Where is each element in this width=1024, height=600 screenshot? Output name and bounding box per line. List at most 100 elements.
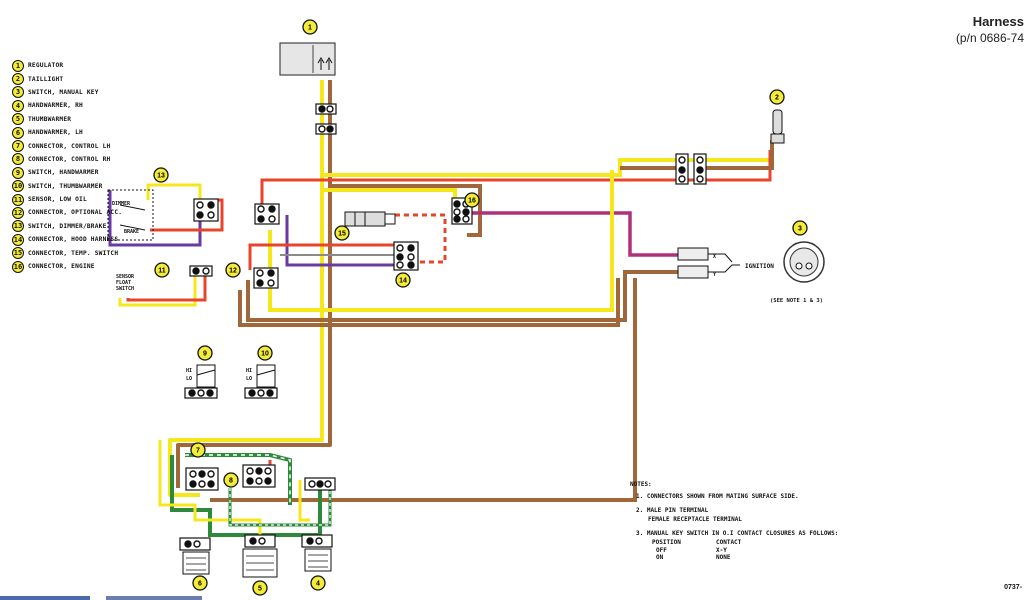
label-sensor: SENSOR bbox=[116, 274, 135, 280]
callout-3: 3 bbox=[792, 220, 808, 236]
wire-brown-big-loop bbox=[238, 278, 620, 327]
note-2b: FEMALE RECEPTACLE TERMINAL bbox=[648, 516, 742, 523]
title-line-1: Harness bbox=[972, 14, 1024, 29]
label-switch: SWITCH bbox=[116, 286, 134, 292]
label-see-note: (SEE NOTE 1 & 3) bbox=[770, 298, 823, 304]
label-float: FLOAT bbox=[116, 280, 131, 286]
note-1: 1. CONNECTORS SHOWN FROM MATING SURFACE … bbox=[636, 493, 799, 500]
small-labels: DIMMER BRAKE SENSOR FLOAT SWITCH HI LO H… bbox=[112, 201, 823, 382]
wire-brown-bottom bbox=[210, 278, 637, 502]
svg-text:10: 10 bbox=[261, 351, 269, 358]
svg-text:6: 6 bbox=[198, 581, 202, 588]
taillight-connector bbox=[675, 153, 707, 185]
wire-green bbox=[170, 455, 322, 537]
wire-regulator-brown bbox=[176, 80, 332, 488]
handwarmer-lh bbox=[179, 537, 211, 575]
label-x: X bbox=[713, 254, 716, 260]
wire-purple bbox=[108, 190, 202, 247]
svg-text:16: 16 bbox=[468, 198, 476, 205]
callout-11: 11 bbox=[154, 262, 170, 278]
label-hi-10: HI bbox=[246, 368, 252, 374]
handwarmer-switch bbox=[184, 364, 218, 399]
dimmer-connector bbox=[193, 198, 219, 222]
wire-magenta bbox=[467, 211, 680, 257]
wire-red-engine bbox=[248, 243, 405, 270]
label-dimmer: DIMMER bbox=[112, 201, 131, 207]
wire-yellow-bottom2 bbox=[298, 480, 310, 522]
callout-14: 14 bbox=[395, 272, 411, 288]
hood-harness-connector bbox=[393, 241, 419, 271]
label-lo-10: LO bbox=[246, 376, 252, 382]
svg-text:9: 9 bbox=[203, 351, 207, 358]
svg-text:11: 11 bbox=[158, 268, 166, 275]
svg-text:15: 15 bbox=[338, 231, 346, 238]
callout-1: 1 bbox=[302, 19, 318, 35]
notes-heading: NOTES: bbox=[630, 481, 652, 488]
notes: NOTES: 1. CONNECTORS SHOWN FROM MATING S… bbox=[630, 480, 838, 561]
callout-8: 8 bbox=[223, 472, 239, 488]
handwarmer-rh bbox=[301, 534, 333, 572]
callout-7: 7 bbox=[190, 442, 206, 458]
ignition-connector bbox=[677, 247, 740, 279]
wire-brown-ignition bbox=[246, 270, 680, 322]
wire-brown-taillight bbox=[330, 184, 482, 237]
regulator bbox=[279, 42, 336, 76]
note-2a: 2. MALE PIN TERMINAL bbox=[636, 507, 709, 514]
svg-text:5: 5 bbox=[258, 586, 262, 593]
key-switch bbox=[783, 241, 825, 283]
wire-yellow-sensor bbox=[118, 275, 197, 307]
svg-text:3: 3 bbox=[798, 226, 802, 233]
note-3: 3. MANUAL KEY SWITCH IN O.I CONTACT CLOS… bbox=[636, 530, 839, 537]
temp-switch bbox=[344, 211, 396, 227]
callout-12: 12 bbox=[225, 262, 241, 278]
dimmer-brake-switch bbox=[107, 189, 154, 241]
title-line-2: (p/n 0686-74 bbox=[955, 31, 1024, 45]
label-brake: BRAKE bbox=[124, 229, 139, 235]
svg-text:14: 14 bbox=[399, 278, 407, 285]
callout-5: 5 bbox=[252, 580, 268, 596]
diagram-code: 0737- bbox=[1004, 584, 1022, 591]
wire-white-2 bbox=[229, 485, 331, 526]
svg-text:4: 4 bbox=[316, 581, 320, 588]
regulator-connector bbox=[315, 103, 337, 135]
optional-acc-connector bbox=[253, 203, 280, 289]
wire-red-top bbox=[260, 150, 772, 210]
wire-yellow-top bbox=[322, 158, 770, 177]
svg-text:8: 8 bbox=[229, 478, 233, 485]
svg-text:1: 1 bbox=[308, 25, 312, 32]
svg-text:13: 13 bbox=[157, 173, 165, 180]
label-lo-9: LO bbox=[186, 376, 192, 382]
callout-13: 13 bbox=[153, 167, 169, 183]
label-hi-9: HI bbox=[186, 368, 192, 374]
callouts: 1 2 3 13 16 15 14 12 11 9 10 7 8 6 5 4 bbox=[153, 19, 808, 596]
bottom-bar-right bbox=[106, 596, 202, 600]
callout-4: 4 bbox=[310, 575, 326, 591]
wire-yellow-loop bbox=[322, 188, 457, 210]
svg-text:7: 7 bbox=[196, 448, 200, 455]
thumbwarmer-switch bbox=[244, 364, 278, 399]
callout-15: 15 bbox=[334, 225, 350, 241]
callout-16: 16 bbox=[464, 192, 480, 208]
thumbwarmer bbox=[242, 534, 278, 578]
wire-brown-tail bbox=[700, 140, 774, 170]
control-rh-connector bbox=[242, 464, 276, 488]
connector-right-bottom bbox=[304, 477, 336, 491]
wire-purple-2 bbox=[285, 215, 405, 267]
wire-yellow-dimmer bbox=[146, 183, 202, 205]
